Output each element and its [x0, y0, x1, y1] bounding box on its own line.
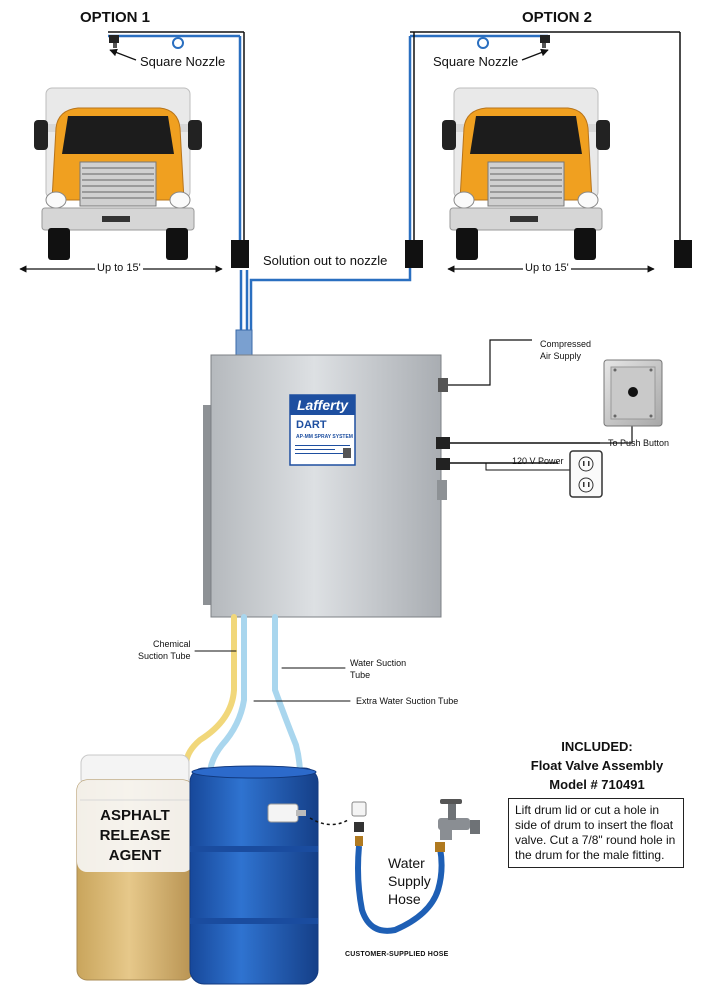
included-heading: INCLUDED: — [561, 739, 633, 754]
option-2-piping — [405, 31, 692, 268]
suction-tubes — [183, 614, 351, 778]
solution-line — [235, 268, 412, 359]
water-suction-tube-label: Water Suction Tube — [350, 658, 407, 680]
option-1-span-label: Up to 15' — [95, 262, 143, 274]
cabinet-brand: Lafferty — [296, 397, 349, 413]
water-drum — [189, 765, 319, 985]
faucet — [438, 799, 480, 840]
chemical-suction-tube-label: Chemical Suction Tube — [138, 639, 191, 661]
option-2-span-label: Up to 15' — [523, 262, 571, 274]
included-model: Model # 710491 — [549, 777, 645, 792]
cabinet-product: DART — [296, 419, 327, 431]
option-2-nozzle-label: Square Nozzle — [433, 54, 519, 69]
extra-water-suction-tube-label: Extra Water Suction Tube — [356, 696, 459, 706]
included-item: Float Valve Assembly — [530, 758, 664, 773]
water-supply-hose-label: Water Supply Hose — [388, 855, 431, 907]
option-1-title: OPTION 1 — [80, 9, 151, 26]
spray-cabinet — [203, 354, 450, 618]
push-button-label: To Push Button — [608, 438, 670, 448]
chemical-jug-label: ASPHALT RELEASE AGENT — [99, 807, 171, 864]
truck-illustration — [34, 87, 202, 260]
chemical-jug — [76, 754, 194, 981]
cabinet-product-sub: AP-MM SPRAY SYSTEM — [296, 434, 353, 440]
compressed-air-label: Compressed Air Supply — [540, 339, 592, 361]
option-1-piping — [108, 31, 249, 268]
water-supply-hose — [355, 842, 445, 934]
power-label: 120 V Power — [512, 456, 564, 466]
connection-lines — [448, 339, 633, 471]
customer-supplied-hose-label: CUSTOMER-SUPPLIED HOSE — [345, 951, 449, 958]
included-instructions: Lift drum lid or cut a hole in side of d… — [508, 798, 684, 868]
truck-illustration-2 — [441, 87, 611, 261]
power-outlet — [569, 450, 603, 498]
push-button-box — [603, 359, 663, 427]
solution-out-label: Solution out to nozzle — [263, 253, 388, 268]
float-valve-parts — [309, 801, 367, 846]
option-2-title: OPTION 2 — [522, 9, 593, 26]
option-1-nozzle-label: Square Nozzle — [140, 54, 226, 69]
